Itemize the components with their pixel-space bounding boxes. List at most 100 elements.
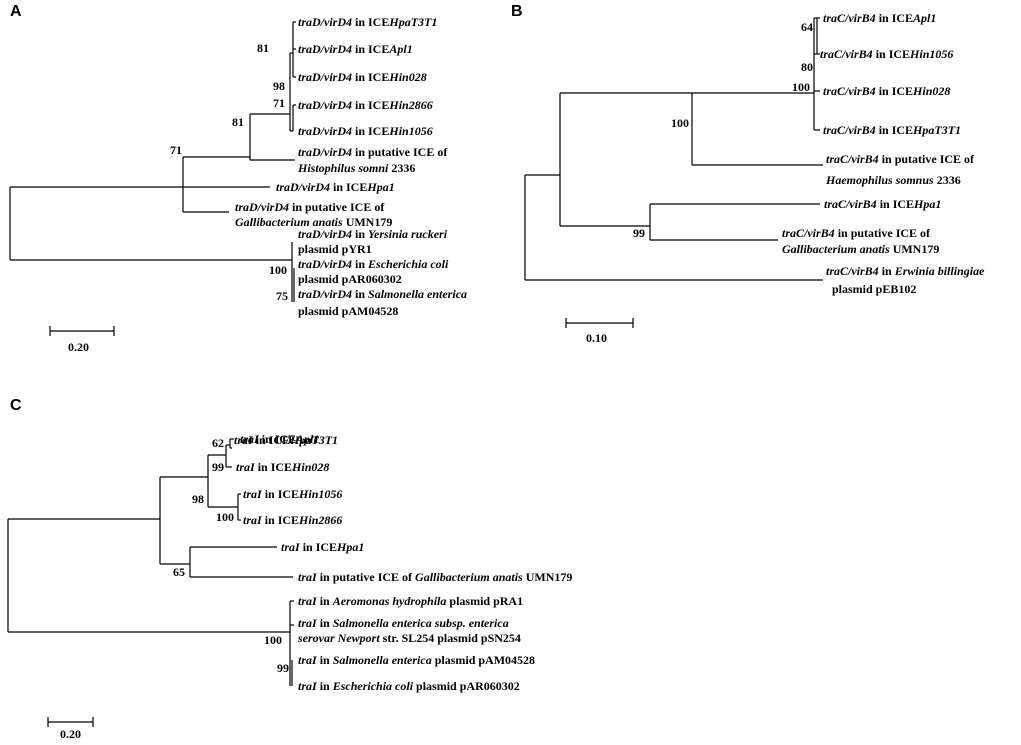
leaf-label-segment: in ICE <box>352 70 389 84</box>
leaf-label-segment: in ICE <box>873 47 910 61</box>
panel-a-scale-bar: 0.20 <box>49 326 115 354</box>
leaf-label: traD/virD4 in ICEHin028 <box>298 70 427 84</box>
leaf-label-segment: Hin028 <box>388 70 426 84</box>
leaf-label-segment: traC/virB4 <box>826 264 879 278</box>
leaf-label-segment: traD/virD4 <box>298 124 352 138</box>
bootstrap-value: 100 <box>269 263 287 277</box>
leaf-label-segment: in ICE <box>352 42 389 56</box>
leaf-label-segment: in putative ICE of <box>317 570 415 584</box>
leaf-label-segment: plasmid pAR060302 <box>413 679 520 693</box>
leaf-label: Gallibacterium anatis UMN179 <box>782 242 939 256</box>
panel-b-letter: B <box>511 3 523 20</box>
leaf-label-segment: Apl1 <box>295 432 319 446</box>
bootstrap-value: 71 <box>273 96 285 110</box>
leaf-label-segment: in ICE <box>262 513 299 527</box>
leaf-label: traI in ICEHpa1 <box>281 540 364 554</box>
leaf-label-segment: traD/virD4 <box>298 15 352 29</box>
leaf-label: traD/virD4 in ICEHin2866 <box>298 98 433 112</box>
leaf-label-segment: in ICE <box>876 11 913 25</box>
panel-b-tree <box>524 17 823 281</box>
leaf-label-segment: traD/virD4 <box>298 257 352 271</box>
panel-a-bootstrap-values: 81 98 71 81 71 100 75 <box>170 41 288 303</box>
leaf-label-segment: traD/virD4 <box>298 70 352 84</box>
leaf-label: traD/virD4 in putative ICE of <box>235 200 385 214</box>
leaf-label-segment: Hpa1 <box>336 540 364 554</box>
leaf-label-segment: in putative ICE of <box>289 200 385 214</box>
leaf-label-segment: in ICE <box>352 98 389 112</box>
bootstrap-value: 99 <box>633 226 645 240</box>
leaf-label-segment: Apl1 <box>912 11 936 25</box>
panel-c-tree <box>7 438 294 686</box>
panel-b-leaf-labels: traC/virB4 in ICEApl1 traC/virB4 in ICEH… <box>782 11 985 296</box>
leaf-label-segment: plasmid pAM04528 <box>298 304 398 318</box>
bootstrap-value: 99 <box>212 460 224 474</box>
leaf-label-segment: Escherichia coli <box>332 679 414 693</box>
panel-b: B 64 80 100 <box>511 3 985 345</box>
leaf-label-segment: in ICE <box>259 432 296 446</box>
leaf-label: Haemophilus somnus 2336 <box>825 173 961 187</box>
leaf-label-segment: UMN179 <box>343 215 393 229</box>
leaf-label-segment: traD/virD4 <box>298 98 352 112</box>
leaf-label-segment: traI <box>298 616 318 630</box>
leaf-label-segment: Yersinia ruckeri <box>368 227 448 241</box>
leaf-label-segment: Hpa1 <box>913 197 941 211</box>
leaf-label-segment: plasmid pEB102 <box>832 282 916 296</box>
leaf-label-segment: traI <box>243 513 263 527</box>
panel-c-leaf-labels: traI in ICEApl1 traI in ICEHpaT3T1 traI … <box>234 432 572 693</box>
leaf-label-segment: in <box>352 227 368 241</box>
leaf-label-segment: in ICE <box>876 84 913 98</box>
leaf-label: traI in ICEHpaT3T1 <box>234 433 338 447</box>
leaf-label-segment: in ICE <box>330 180 367 194</box>
leaf-label-segment: traD/virD4 <box>276 180 330 194</box>
leaf-label-segment: traI <box>243 487 263 501</box>
leaf-label-segment: traD/virD4 <box>298 42 352 56</box>
leaf-label: traD/virD4 in putative ICE of <box>298 145 448 159</box>
leaf-label: traC/virB4 in ICEHin028 <box>823 84 950 98</box>
leaf-label-segment: Gallibacterium anatis <box>235 215 343 229</box>
panel-c-scale-bar: 0.20 <box>47 717 94 741</box>
leaf-label-segment: Hin2866 <box>388 98 432 112</box>
leaf-label: traD/virD4 in Escherichia coli <box>298 257 449 271</box>
panel-c-bootstrap-values: 62 99 98 100 65 100 99 <box>173 436 289 675</box>
leaf-label-segment: Aeromonas hydrophila <box>332 594 447 608</box>
leaf-label: serovar Newport str. SL254 plasmid pSN25… <box>297 631 521 645</box>
leaf-label-segment: in putative ICE of <box>835 226 931 240</box>
leaf-label-segment: in <box>317 679 333 693</box>
panel-c: C <box>7 397 572 741</box>
panel-a: A <box>9 3 467 354</box>
leaf-label-segment: in <box>352 287 368 301</box>
panel-a-letter: A <box>10 3 22 20</box>
leaf-label-segment: traC/virB4 <box>823 84 876 98</box>
bootstrap-value: 98 <box>192 492 204 506</box>
bootstrap-value: 71 <box>170 143 182 157</box>
leaf-label-segment: HpaT3T1 <box>289 433 338 447</box>
leaf-label-segment: traC/virB4 <box>826 152 879 166</box>
leaf-label-segment: Salmonella enterica <box>333 653 432 667</box>
leaf-label: plasmid pAR060302 <box>298 272 402 286</box>
leaf-label-segment: traC/virB4 <box>823 11 876 25</box>
leaf-label-segment: in ICE <box>262 487 299 501</box>
leaf-label: traD/virD4 in Salmonella enterica <box>298 287 467 301</box>
leaf-label: traD/virD4 in ICEHpaT3T1 <box>298 15 437 29</box>
leaf-label: traD/virD4 in ICEHpa1 <box>276 180 395 194</box>
leaf-label-segment: HpaT3T1 <box>912 123 961 137</box>
leaf-label-segment: plasmid pAM04528 <box>432 653 535 667</box>
bootstrap-value: 81 <box>232 115 244 129</box>
leaf-label-segment: traI <box>298 653 318 667</box>
scale-bar-label: 0.20 <box>60 727 81 741</box>
leaf-label: plasmid pAM04528 <box>298 304 398 318</box>
scale-bar-label: 0.10 <box>586 331 607 345</box>
bootstrap-value: 65 <box>173 565 185 579</box>
leaf-label-segment: in putative ICE of <box>352 145 448 159</box>
leaf-label-segment: Gallibacterium anatis <box>782 242 890 256</box>
leaf-label-segment: traI <box>298 570 318 584</box>
leaf-label: traI in ICEApl1 <box>240 432 319 446</box>
leaf-label: Gallibacterium anatis UMN179 <box>235 215 392 229</box>
leaf-label: traI in ICEHin1056 <box>243 487 342 501</box>
leaf-label-segment: traC/virB4 <box>820 47 873 61</box>
leaf-label-segment: in <box>317 594 333 608</box>
bootstrap-value: 100 <box>671 116 689 130</box>
bootstrap-value: 98 <box>273 79 285 93</box>
leaf-label: traC/virB4 in ICEHpaT3T1 <box>823 123 961 137</box>
